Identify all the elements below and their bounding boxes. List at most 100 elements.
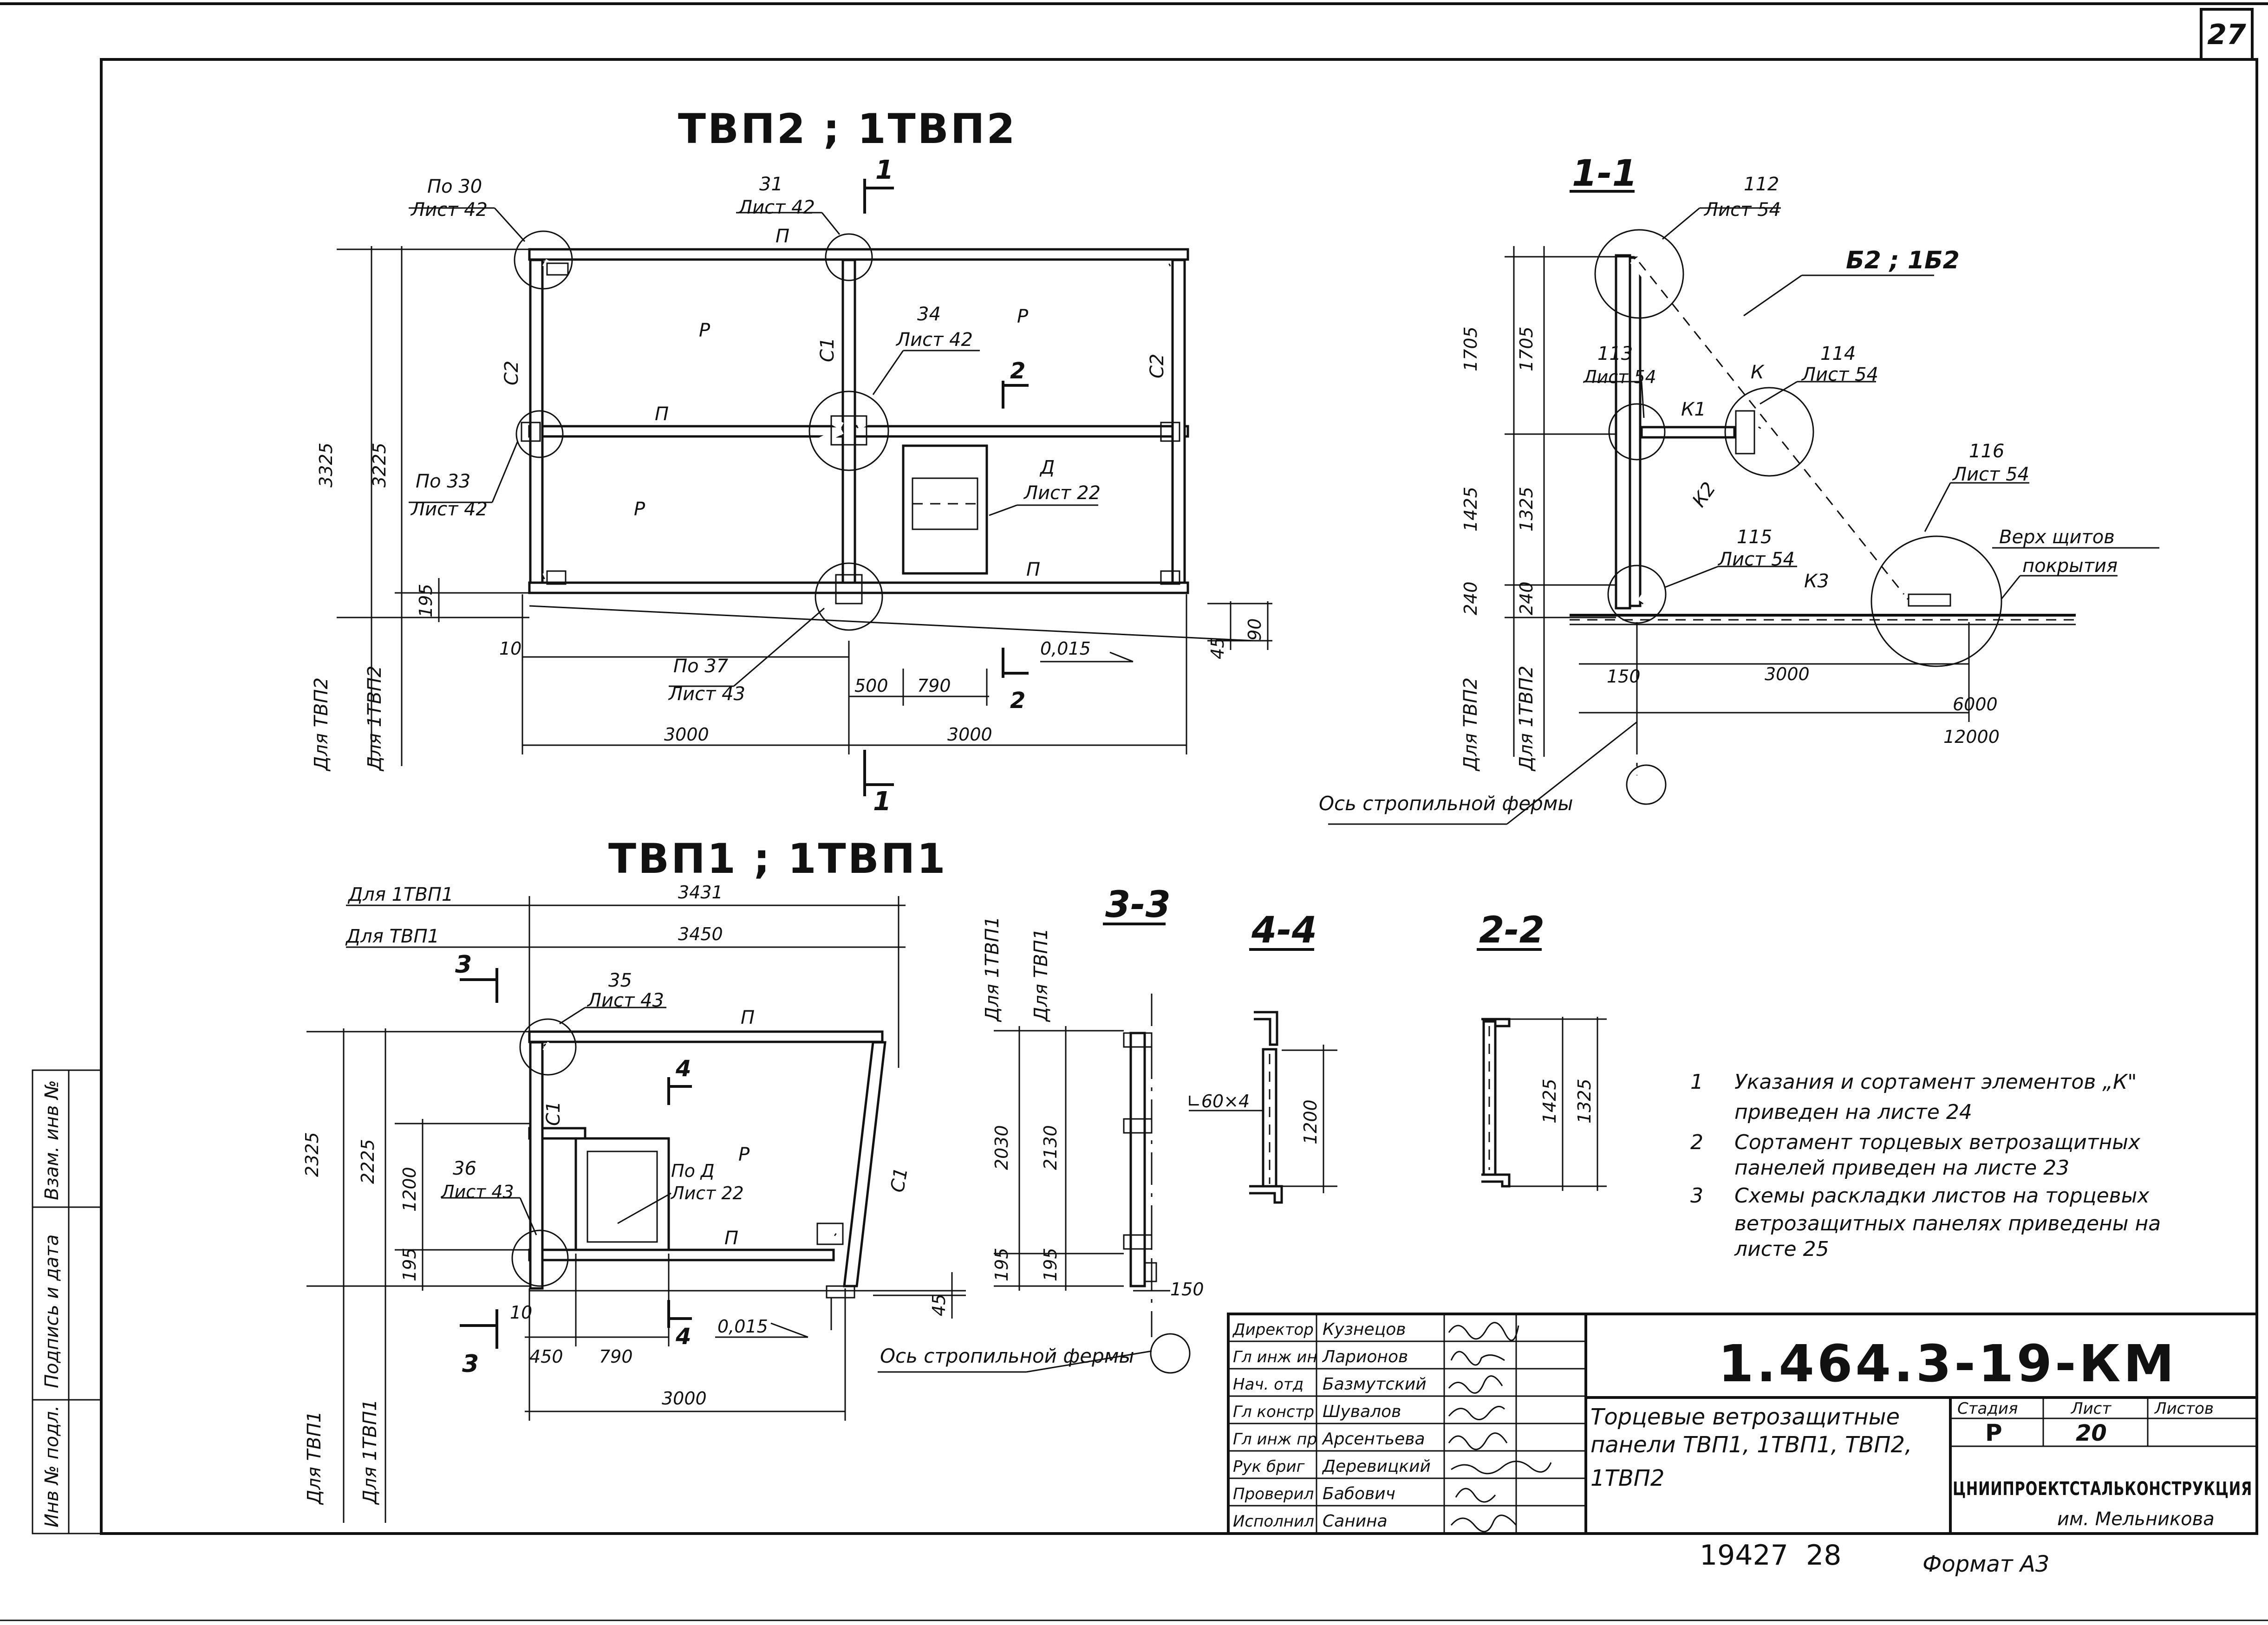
ref-roof: покрытия <box>2022 555 2118 577</box>
corner-sheet-number: 27 <box>2207 19 2246 51</box>
dim-3000: 3000 <box>1765 664 1810 684</box>
s33-drawing <box>994 994 1191 1374</box>
ref-l54e: Лист 54 <box>1952 464 2029 485</box>
ref-pod: По Д <box>671 1161 715 1181</box>
dim-6000: 6000 <box>1953 694 1998 715</box>
sheets-header: Листов <box>2154 1399 2214 1418</box>
dim-90: 90 <box>1245 618 1265 641</box>
member-r-2: Р <box>1017 306 1029 327</box>
note-3-line-3: листе 25 <box>1734 1237 1829 1261</box>
tvp1-p-bot: П <box>724 1228 738 1249</box>
ref-l42a: Лист 42 <box>410 199 488 221</box>
s11-for-1tvp2: Для 1ТВП2 <box>1516 666 1537 772</box>
note-2-line-1: Сортамент торцевых ветрозащитных <box>1734 1131 2141 1154</box>
title-s11: 1-1 <box>1572 153 1637 195</box>
s11-leaders <box>1584 207 2159 599</box>
cut3-top: 3 <box>455 951 472 979</box>
member-p-bot: П <box>1026 559 1040 580</box>
ref-l42b: Лист 42 <box>737 197 815 218</box>
member-k3: К3 <box>1804 571 1829 592</box>
ref-l43a: Лист 43 <box>587 990 664 1011</box>
s11-axis: Ось стропильной фермы <box>1319 792 1573 815</box>
s33-dim-2030: 2030 <box>991 1125 1012 1170</box>
s22-dim-1325: 1325 <box>1574 1079 1595 1124</box>
tvp2-dimensions <box>337 179 1272 796</box>
member-k1: К1 <box>1681 399 1706 420</box>
name-7: Санина <box>1323 1512 1388 1531</box>
for-tvp1: Для ТВП1 <box>345 926 439 947</box>
cut2-top: 2 <box>1010 358 1025 384</box>
member-c2-left: С2 <box>501 361 522 385</box>
s22-drawing <box>1481 1017 1607 1191</box>
notes: 1 Указания и сортамент элементов „К" при… <box>1690 1070 2161 1261</box>
title-s22: 2-2 <box>1479 910 1545 951</box>
name-4: Арсентьева <box>1322 1430 1425 1449</box>
stage-value: Р <box>1985 1419 2002 1446</box>
ref-l22: Лист 22 <box>670 1183 744 1203</box>
dim-slope: 0,015 <box>717 1316 768 1337</box>
vfor-1tvp1: Для 1ТВП1 <box>359 1399 381 1505</box>
name-0: Кузнецов <box>1323 1320 1406 1339</box>
dim-45: 45 <box>929 1294 949 1316</box>
role-0: Директор <box>1232 1320 1314 1339</box>
tvp2-leaders <box>409 207 1098 687</box>
dim-45: 45 <box>1207 637 1228 659</box>
stamp-sign-date: Подпись и дата <box>41 1235 63 1388</box>
ref-114: 114 <box>1820 343 1856 364</box>
cut4-bottom: 4 <box>675 1324 691 1350</box>
s11-frame <box>1570 229 2076 667</box>
name-1: Ларионов <box>1322 1347 1408 1366</box>
s33-dim-2130: 2130 <box>1040 1125 1061 1170</box>
stamp-replace-inv: Взам. инв № <box>41 1080 63 1200</box>
ref-36: 36 <box>453 1158 476 1179</box>
doc-title-1: Торцевые ветрозащитные <box>1590 1404 1900 1430</box>
ref-no30: По 30 <box>427 176 482 197</box>
sheet-value: 20 <box>2076 1420 2107 1446</box>
ref-d: Д <box>1039 457 1055 478</box>
format-label: Формат А3 <box>1923 1551 2049 1577</box>
ref-l54a: Лист 54 <box>1703 199 1781 221</box>
dim-790: 790 <box>917 676 951 696</box>
vfor-tvp1: Для ТВП1 <box>304 1411 325 1505</box>
dim-150: 150 <box>1607 666 1641 687</box>
dim-1705a: 1705 <box>1460 326 1481 371</box>
s33-dim-150: 150 <box>1170 1279 1204 1300</box>
name-6: Бабович <box>1323 1484 1395 1503</box>
s44-angle: ∟60×4 <box>1186 1091 1250 1112</box>
note-2-line-2: панелей приведен на листе 23 <box>1734 1156 2069 1180</box>
member-p-mid: П <box>655 403 669 425</box>
stage-header: Стадия <box>1957 1399 2018 1418</box>
title-block-roles: Директор Гл инж ин Нач. отд Гл констр Гл… <box>1232 1320 1431 1531</box>
tvp1-p-top: П <box>741 1007 755 1028</box>
note-3-num: 3 <box>1690 1184 1703 1208</box>
ref-top: Верх щитов <box>1999 526 2115 548</box>
name-5: Деревицкий <box>1322 1457 1431 1476</box>
note-1-line-1: Указания и сортамент элементов „К" <box>1734 1070 2137 1094</box>
dim-3000b: 3000 <box>947 724 992 745</box>
cut1-top: 1 <box>875 155 893 185</box>
dim-450: 450 <box>529 1346 563 1367</box>
ref-112: 112 <box>1744 174 1779 195</box>
ref-l43: Лист 43 <box>668 683 745 705</box>
org-name: ЦНИИПРОЕКТСТАЛЬКОНСТРУКЦИЯ <box>1953 1478 2252 1500</box>
doc-title-3: 1ТВП2 <box>1590 1465 1664 1491</box>
ref-no37: По 37 <box>673 656 729 677</box>
tvp1-leaders <box>441 1007 666 1235</box>
s11-for-tvp2: Для ТВП2 <box>1460 677 1481 772</box>
member-c1: С1 <box>817 338 838 362</box>
stamp-inv-orig: Инв № подл. <box>41 1405 63 1528</box>
tvp1-r: Р <box>738 1144 750 1165</box>
dim-3325: 3325 <box>316 442 336 488</box>
s44-drawing <box>1189 1011 1337 1204</box>
dim-3225: 3225 <box>369 442 390 488</box>
dim-10: 10 <box>510 1302 532 1323</box>
s22-dim-1425: 1425 <box>1539 1079 1560 1124</box>
ref-34: 34 <box>917 304 941 325</box>
role-4: Гл инж пр <box>1233 1430 1317 1449</box>
note-1-line-2: приведен на листе 24 <box>1734 1100 1972 1124</box>
tvp1-axis: Ось стропильной фермы <box>880 1345 1134 1367</box>
for-1tvp2: Для 1ТВП2 <box>364 666 385 772</box>
s11-labels: 112 Лист 54 Б2 ; 1Б2 113 Лист 54 114 Лис… <box>1319 174 2118 815</box>
dim-3450: 3450 <box>678 924 723 944</box>
